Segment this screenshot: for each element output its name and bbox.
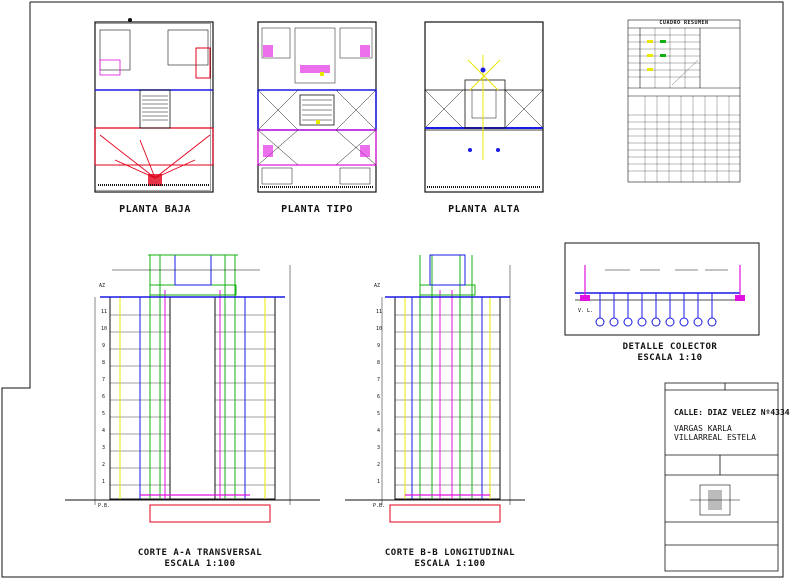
collector-left-label: V. L. xyxy=(578,308,593,314)
floor-number: 8 xyxy=(377,360,381,366)
title-block-address: CALLE: DIAZ VELEZ Nº4334 xyxy=(674,408,790,417)
section-transversal-scale: ESCALA 1:100 xyxy=(164,559,236,569)
plan-ground-title: PLANTA BAJA xyxy=(119,204,191,215)
plan-top-floor xyxy=(424,21,544,193)
floor-number: 7 xyxy=(377,377,381,383)
floor-number: 3 xyxy=(377,445,381,451)
floor-number: 1 xyxy=(102,479,106,485)
section-transversal xyxy=(65,254,320,523)
floor-number: 10 xyxy=(376,326,383,332)
plan-ground-floor xyxy=(94,18,214,193)
floor-number: 4 xyxy=(377,428,381,434)
level-ground-label: P.B. xyxy=(373,503,386,509)
floor-number: 5 xyxy=(377,411,381,417)
floor-number: 5 xyxy=(102,411,106,417)
floor-number: 6 xyxy=(377,394,381,400)
collector-detail: V. L. xyxy=(564,242,760,336)
section-longitudinal xyxy=(345,254,525,523)
summary-table xyxy=(627,19,741,183)
title-block-author-2: VILLARREAL ESTELA xyxy=(674,433,756,442)
floor-number: 2 xyxy=(102,462,106,468)
floor-number: 4 xyxy=(102,428,106,434)
level-roof-label: AZ xyxy=(374,283,381,289)
floor-number: 7 xyxy=(102,377,106,383)
floor-number: 1 xyxy=(377,479,381,485)
level-roof-label: AZ xyxy=(99,283,106,289)
floor-number: 8 xyxy=(102,360,106,366)
floor-number: 11 xyxy=(376,309,383,315)
floor-number: 3 xyxy=(102,445,106,451)
plan-typical-floor xyxy=(257,21,377,193)
section-transversal-title: CORTE A-A TRANSVERSAL xyxy=(137,548,263,558)
floor-number: 10 xyxy=(101,326,108,332)
section-longitudinal-title: CORTE B-B LONGITUDINAL xyxy=(384,548,516,558)
floor-number: 9 xyxy=(102,343,106,349)
summary-table-title: CUADRO RESUMEN xyxy=(659,20,709,26)
plan-top-title: PLANTA ALTA xyxy=(448,204,520,215)
section-longitudinal-scale: ESCALA 1:100 xyxy=(414,559,486,569)
level-ground-label: P.B. xyxy=(98,503,111,509)
title-block xyxy=(664,382,779,572)
floor-number: 6 xyxy=(102,394,106,400)
plan-typical-title: PLANTA TIPO xyxy=(281,204,353,215)
floor-number: 2 xyxy=(377,462,381,468)
floor-number: 9 xyxy=(377,343,381,349)
floor-number: 11 xyxy=(101,309,108,315)
collector-scale: ESCALA 1:10 xyxy=(637,353,703,363)
title-block-author-1: VARGAS KARLA xyxy=(674,424,732,433)
collector-title: DETALLE COLECTOR xyxy=(622,342,718,352)
